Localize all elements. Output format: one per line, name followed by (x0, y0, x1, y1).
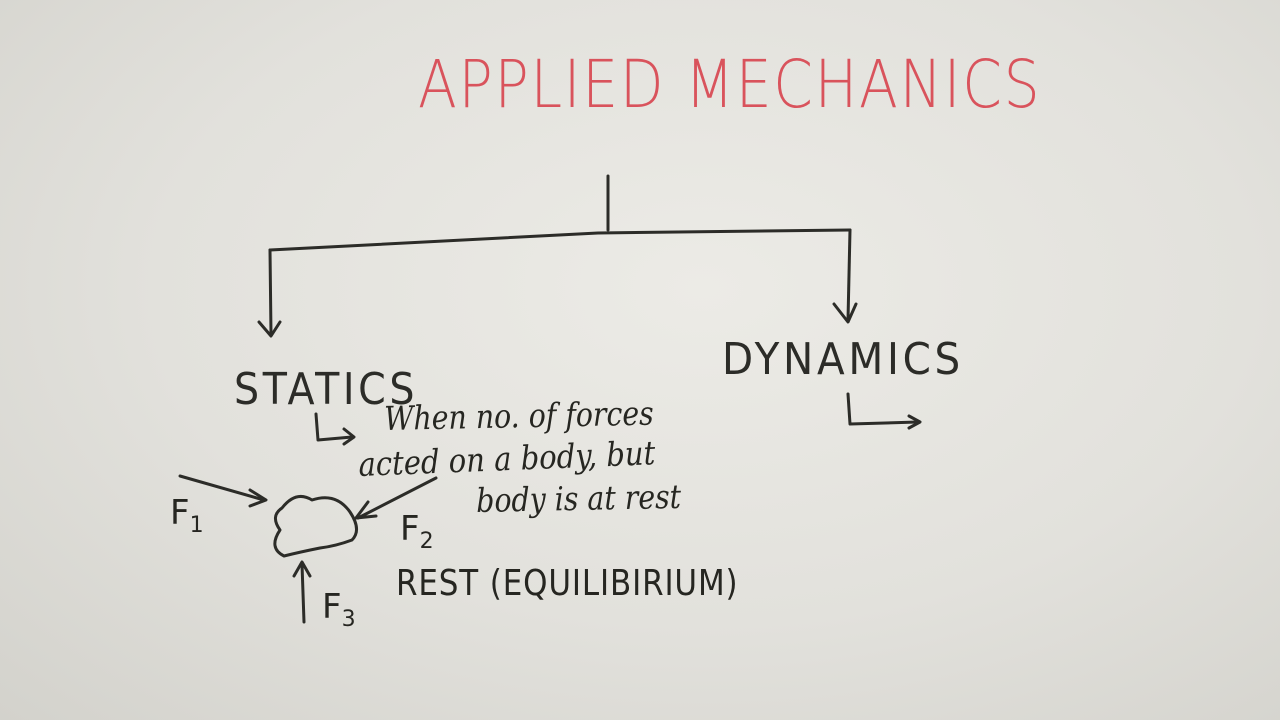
force-f3-label: F3 (322, 590, 356, 631)
statics-sub-arrowhead (342, 427, 356, 446)
statics-branch-line (268, 248, 273, 336)
diagram-title: APPLIED MECHANICS (418, 46, 1042, 123)
force-f2-subscript: 2 (419, 529, 434, 554)
force-f1-symbol: F (170, 493, 190, 533)
branch-bar-line (268, 228, 852, 252)
statics-note-line-1: When no. of forces (383, 393, 654, 438)
dynamics-branch-line (846, 228, 852, 322)
statics-note-line-3: body is at rest (475, 476, 682, 520)
dynamics-sub-arrow (846, 392, 920, 426)
f3-arrow (300, 562, 306, 624)
f1-arrow (178, 474, 266, 502)
f2-arrowhead (354, 500, 378, 520)
statics-sub-arrow (314, 412, 354, 442)
f3-arrowhead (292, 560, 312, 578)
dynamics-sub-arrowhead (907, 414, 922, 430)
body-blob-shape (273, 494, 358, 558)
dynamics-arrowhead (832, 302, 858, 324)
force-f3-symbol: F (322, 587, 342, 627)
f2-arrow (356, 476, 438, 520)
statics-label: STATICS (234, 364, 419, 415)
rest-equilibrium-label: REST (EQUILIBIRIUM) (396, 563, 739, 604)
force-f2-symbol: F (400, 509, 420, 549)
force-f1-label: F1 (170, 496, 204, 537)
force-f3-subscript: 3 (341, 607, 356, 632)
force-f1-subscript: 1 (189, 513, 204, 538)
force-f2-label: F2 (400, 512, 434, 553)
dynamics-label: DYNAMICS (722, 334, 964, 385)
f1-arrowhead (248, 488, 268, 508)
statics-arrowhead (257, 320, 282, 338)
